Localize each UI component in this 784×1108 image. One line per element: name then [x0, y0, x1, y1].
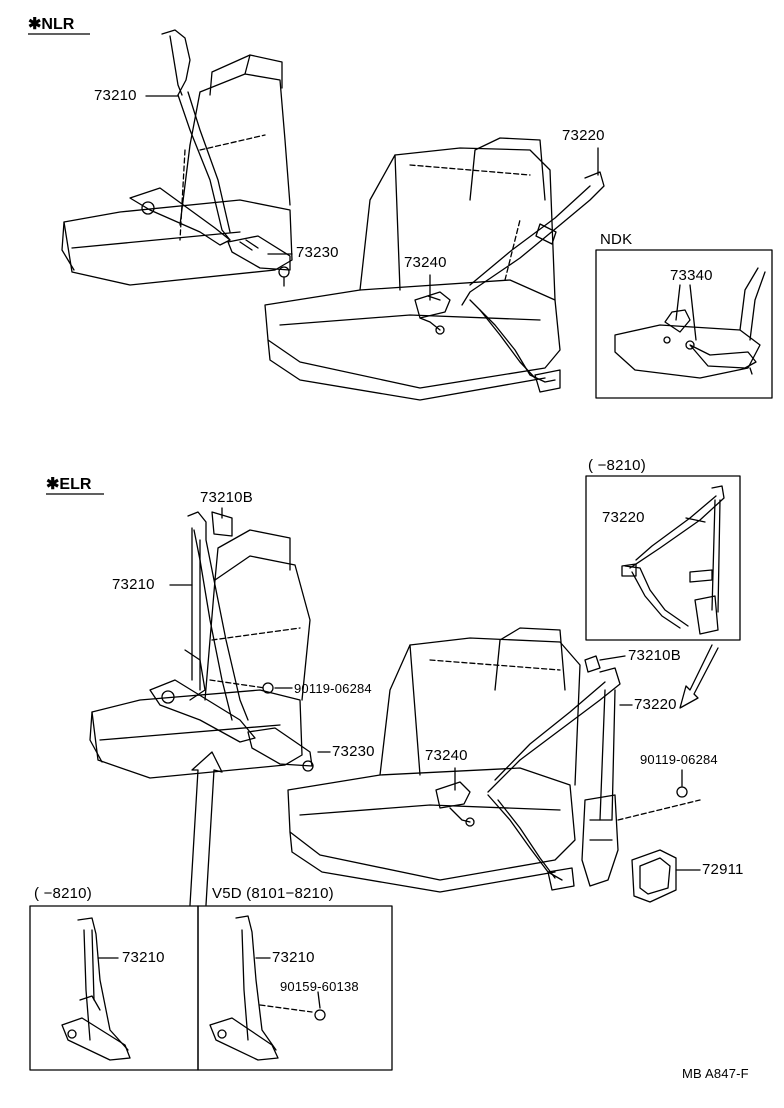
label-73240-nlr: 73240 [404, 254, 447, 271]
nlr-right-belt [414, 171, 605, 393]
ndk-inset-drawing [595, 249, 773, 399]
label-73210-elr-left: 73210 [112, 576, 155, 593]
label-73220-inset: 73220 [602, 509, 645, 526]
label-73230-nlr: 73230 [296, 244, 339, 261]
elr-leaders [169, 507, 706, 791]
bottom-inset-right-drawing [197, 905, 393, 1071]
diagram-code: MB A847-F [682, 1066, 749, 1081]
section-elr-heading: ✱ELR [46, 476, 92, 493]
inset-arrow [679, 644, 719, 709]
label-73340: 73340 [670, 267, 713, 284]
nlr-left-seat [61, 54, 293, 286]
elr-left-seat [89, 529, 311, 779]
label-90119-06284-right: 90119-06284 [640, 752, 718, 767]
elr-arrow-up [189, 751, 223, 906]
label-73220-elr-right: 73220 [634, 696, 677, 713]
label-72911: 72911 [702, 861, 744, 878]
label-73240-elr: 73240 [425, 747, 468, 764]
bottom-inset-left-title: ( −8210) [34, 885, 92, 902]
label-90119-06284-left: 90119-06284 [294, 681, 372, 696]
elr-left-belt [149, 511, 314, 772]
label-73210-bottom-left: 73210 [122, 949, 165, 966]
elr-inset-right-drawing [585, 475, 741, 641]
label-90159-60138: 90159-60138 [280, 979, 359, 994]
label-73210-bottom-right: 73210 [272, 949, 315, 966]
inset-right-title: ( −8210) [588, 457, 646, 474]
label-73210-nlr: 73210 [94, 87, 137, 104]
label-73210b-elr-left: 73210B [200, 489, 253, 506]
elr-right-seat [287, 627, 581, 893]
elr-right-belt [435, 655, 701, 891]
bottom-inset-right-title: V5D (8101−8210) [212, 885, 334, 902]
ndk-title: NDK [600, 231, 633, 248]
nlr-leaders [145, 95, 697, 341]
nlr-left-belt [129, 29, 291, 287]
label-73230-elr: 73230 [332, 743, 375, 760]
cover-72911-drawing [631, 849, 701, 903]
section-nlr-heading: ✱NLR [28, 16, 75, 33]
label-73220-nlr: 73220 [562, 127, 605, 144]
nlr-right-seat [264, 137, 561, 401]
label-73210b-elr-right: 73210B [628, 647, 681, 664]
bottom-inset-left-drawing [29, 905, 199, 1071]
